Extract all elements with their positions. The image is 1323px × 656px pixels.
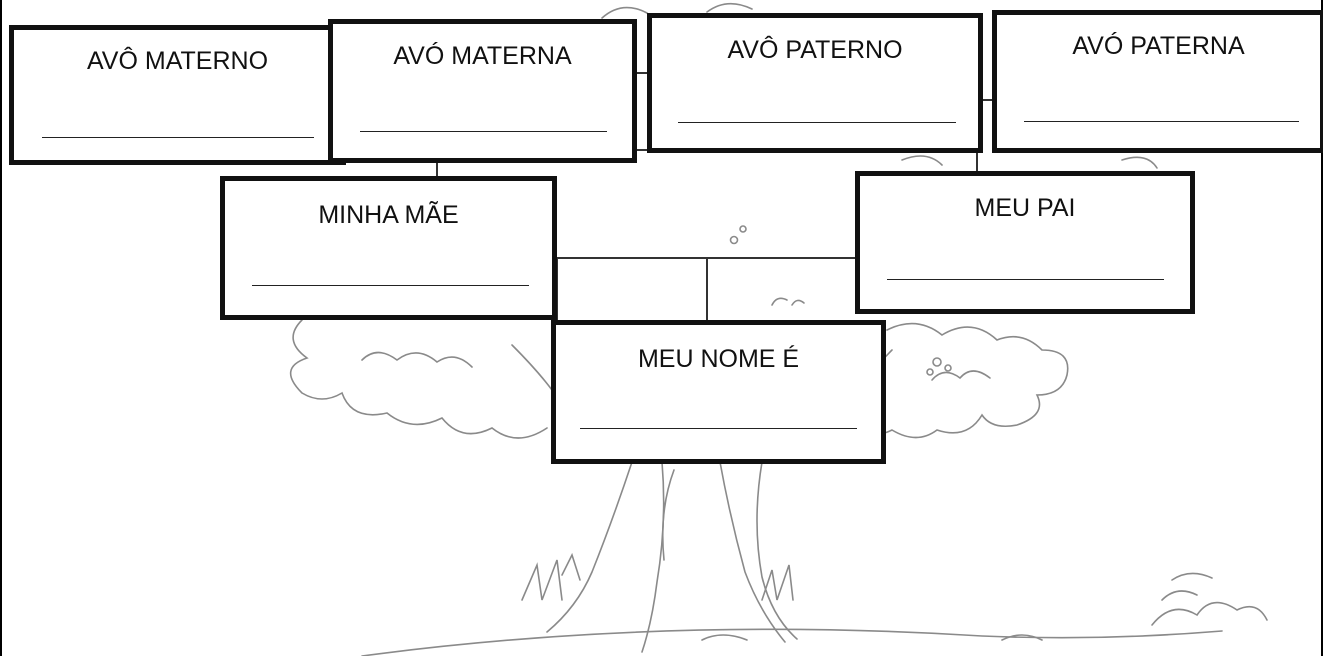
canopy-right-outline <box>856 322 1069 439</box>
label-meu-nome: MEU NOME É <box>637 345 800 373</box>
grass-middle <box>761 564 794 601</box>
label-avo-materna: AVÓ MATERNA <box>393 42 572 70</box>
box-minha-mae: MINHA MÃE <box>220 176 557 320</box>
trunk-right <box>719 461 786 643</box>
answer-line-avo-materna[interactable] <box>360 131 607 132</box>
answer-line-meu-pai[interactable] <box>887 279 1164 280</box>
label-avo-paterna: AVÓ PATERNA <box>1072 32 1245 60</box>
box-avo-paterna: AVÓ PATERNA <box>992 10 1323 153</box>
canopy-left-outline <box>289 319 548 439</box>
grass-left <box>521 552 581 601</box>
trunk-left <box>546 461 633 633</box>
label-meu-pai: MEU PAI <box>974 194 1076 222</box>
ground <box>361 628 1223 656</box>
box-avo-paterno: AVÔ PATERNO <box>647 13 983 153</box>
canopy-right-inner <box>931 370 991 381</box>
box-meu-pai: MEU PAI <box>855 171 1195 314</box>
box-avo-materno: AVÔ MATERNO <box>9 25 346 165</box>
label-minha-mae: MINHA MÃE <box>318 201 459 229</box>
branch-left <box>511 344 553 391</box>
box-avo-materna: AVÓ MATERNA <box>328 19 637 163</box>
answer-line-meu-nome[interactable] <box>580 428 857 429</box>
answer-line-avo-paterno[interactable] <box>678 122 956 123</box>
canopy-top <box>601 2 1158 169</box>
label-avo-materno: AVÔ MATERNO <box>86 47 269 75</box>
answer-line-minha-mae[interactable] <box>252 285 529 286</box>
canopy-left-inner <box>361 351 473 368</box>
answer-line-avo-paterna[interactable] <box>1024 121 1299 122</box>
label-avo-paterno: AVÔ PATERNO <box>727 36 903 64</box>
box-meu-nome: MEU NOME É <box>551 320 886 464</box>
answer-line-avo-materno[interactable] <box>42 137 314 138</box>
bush-right <box>1151 572 1268 626</box>
